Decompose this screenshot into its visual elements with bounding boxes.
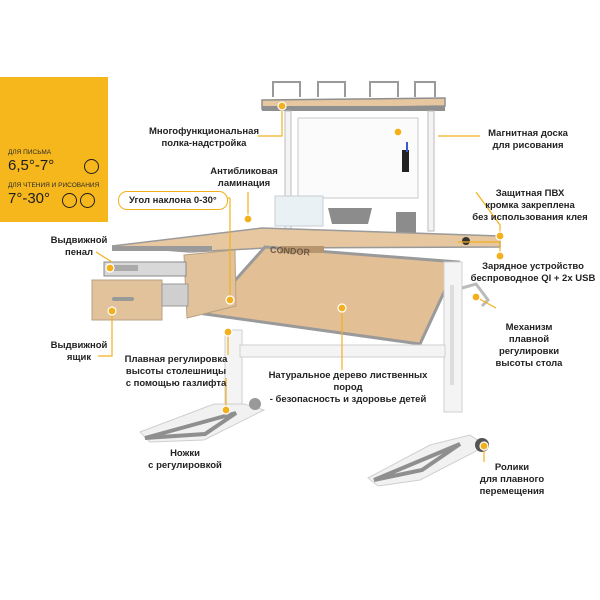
shelf-post-right xyxy=(427,110,435,232)
callout-rollers: Ролики для плавного перемещения xyxy=(479,462,545,497)
callout-drawer: Выдвижной ящик xyxy=(50,340,108,363)
callout-antiglare: Антибликовая ламинация xyxy=(210,166,278,189)
crank-handle xyxy=(461,282,490,308)
callout-magnetic-board: Магнитная доска для рисования xyxy=(488,128,568,151)
marker-icon xyxy=(402,150,409,172)
callout-pencil-case: Выдвижной пенал xyxy=(50,235,108,258)
pen-cup xyxy=(396,212,416,238)
tilt-info-panel: ДЛЯ ПИСЬМА 6,5°-7° ДЛЯ ЧТЕНИЯ И РИСОВАНИ… xyxy=(0,77,108,222)
callout-gas-lift: Плавная регулировка высоты столешницы с … xyxy=(124,354,228,389)
drawer-handle xyxy=(112,297,134,301)
callout-charger: Зарядное устройство беспроводное QI + 2x… xyxy=(470,261,596,284)
brush-icon xyxy=(80,193,95,208)
callout-mechanism: Механизм плавной регулировки высоты стол… xyxy=(495,322,563,369)
book-icon xyxy=(62,193,77,208)
writing-angle: 6,5°-7° xyxy=(8,157,55,174)
desk-top-tilted xyxy=(202,245,461,346)
callout-dots xyxy=(105,101,505,451)
foot-left-caster xyxy=(249,398,261,410)
callout-wood: Натуральное дерево лиственных пород - бе… xyxy=(268,370,428,405)
reading-label: ДЛЯ ЧТЕНИЯ И РИСОВАНИЯ xyxy=(8,182,100,189)
tilt-angle-label: Угол наклона 0-30° xyxy=(118,191,228,210)
tray xyxy=(328,208,372,224)
desk-top-edge xyxy=(112,246,212,251)
drawer-cabinet xyxy=(183,249,237,319)
charger-port xyxy=(462,237,470,245)
writing-label: ДЛЯ ПИСЬМА xyxy=(8,149,52,156)
callout-pvc-edge: Защитная ПВХ кромка закреплена без испол… xyxy=(472,188,588,223)
callout-legs: Ножки с регулировкой xyxy=(148,448,222,471)
book-stand xyxy=(274,195,324,227)
callout-shelf: Многофункциональная полка-надстройка xyxy=(149,126,259,149)
top-shelf-edge xyxy=(262,106,445,111)
reading-angle: 7°-30° xyxy=(8,190,51,207)
shelf-rails xyxy=(272,81,436,97)
pen-icon xyxy=(84,159,99,174)
